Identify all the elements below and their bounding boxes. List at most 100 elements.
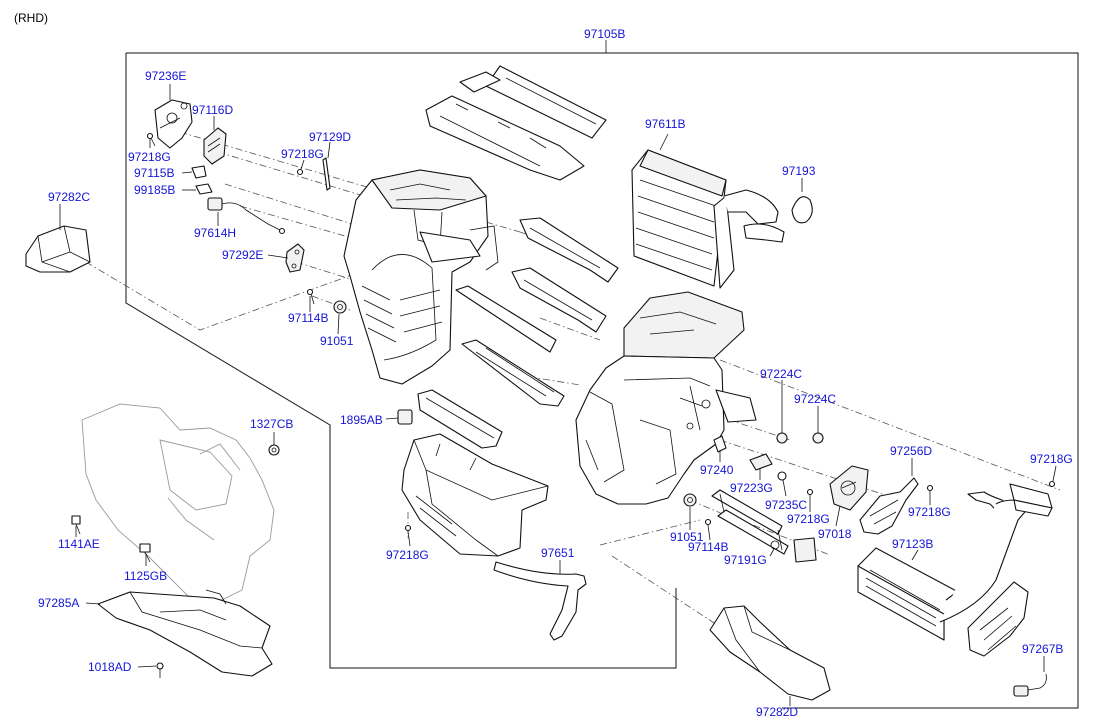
label-97282d[interactable]: 97282D [756,705,798,719]
screw-b-lower-part[interactable] [704,518,712,526]
label-91051-b[interactable]: 91051 [670,530,704,544]
leader-97123b [911,549,919,561]
label-97123b[interactable]: 97123B [892,537,933,551]
label-99185b[interactable]: 99185B [134,183,175,197]
label-97235c[interactable]: 97235C [765,498,807,512]
motor-a-part[interactable] [776,432,788,444]
label-97218g-c[interactable]: 97218G [386,548,429,562]
label-97224c-a[interactable]: 97224C [760,367,802,381]
label-97129d[interactable]: 97129D [309,130,351,144]
actuator-part[interactable] [203,127,227,165]
ghost-body-outline [81,403,275,601]
label-97114b-b[interactable]: 97114B [688,540,728,554]
label-1125gb[interactable]: 1125GB [124,569,167,583]
label-97256d[interactable]: 97256D [890,444,932,458]
leader-97218g-b [300,159,305,170]
main-actuator-part[interactable] [829,465,869,511]
nut-part[interactable] [268,444,280,456]
label-1018ad[interactable]: 1018AD [88,660,132,674]
label-97611b[interactable]: 97611B [645,117,685,131]
leader-97611b [659,133,669,151]
label-97115b[interactable]: 97115B [134,166,174,180]
motor-b-part[interactable] [812,432,824,444]
label-97651[interactable]: 97651 [541,546,575,560]
leader-1018ad [137,665,157,668]
grommet-part[interactable] [333,300,347,314]
label-97240[interactable]: 97240 [700,463,734,477]
screw-b-part[interactable] [306,288,315,305]
label-97236e[interactable]: 97236E [145,69,186,83]
bolt-2-part[interactable] [139,543,151,563]
right-bracket-part[interactable] [859,477,919,535]
lower-case-part[interactable] [401,433,549,557]
label-97282c[interactable]: 97282C [48,190,90,204]
leader-97018 [835,505,841,527]
screw-right-part[interactable] [926,484,934,492]
leader-97191g [769,548,775,557]
right-hvac-housing[interactable] [575,291,757,505]
lower-duct-part[interactable] [709,605,831,701]
label-97223g[interactable]: 97223G [730,481,773,495]
link-part[interactable] [711,489,817,563]
label-97218g-e[interactable]: 97218G [908,505,951,519]
rod-part[interactable] [322,157,331,191]
screw-far-right-part[interactable] [1048,480,1056,488]
label-97218g-a[interactable]: 97218G [128,150,171,164]
label-97267b[interactable]: 97267B [1022,642,1063,656]
label-97292e[interactable]: 97292E [222,248,263,262]
small-bracket-part[interactable] [285,243,305,273]
sensor-wire-part[interactable] [207,197,286,235]
leader-97114b-b [707,524,711,541]
bolt-1-part[interactable] [71,515,81,535]
lever-part[interactable] [191,165,207,179]
screw-mid-part[interactable] [806,488,814,496]
sensor-block-part[interactable] [397,409,413,425]
leader-1895ab [385,417,399,420]
leader-97115b [181,171,193,174]
cover-screw-part[interactable] [156,662,164,678]
grommet-lower-part[interactable] [683,493,697,507]
actuator-bracket-part[interactable] [154,99,193,149]
actuator-mid-part[interactable] [749,453,773,471]
label-97116d[interactable]: 97116D [192,103,233,117]
leader-97129d [327,141,331,159]
pipe-clamp-part[interactable] [1009,483,1053,517]
heater-core-part[interactable] [857,491,1031,641]
label-97614h[interactable]: 97614H [194,226,236,240]
part-labels: 97105B 97236E 97116D 97218G 97115B 99185… [38,27,1073,719]
pipe-bracket-part[interactable] [967,581,1029,657]
label-97224c-b[interactable]: 97224C [794,392,836,406]
label-97191g[interactable]: 97191G [724,553,767,567]
label-1141ae[interactable]: 1141AE [58,537,100,551]
temp-sensor-part[interactable] [713,435,727,453]
mode-door-parts[interactable] [455,217,619,407]
label-97285a[interactable]: 97285A [38,596,79,610]
drain-hose-part[interactable] [493,561,587,641]
screw-part-2[interactable] [296,168,304,176]
screw-part[interactable] [146,132,156,147]
air-filter-part[interactable] [425,65,607,181]
tray-part[interactable] [417,389,503,449]
label-97193[interactable]: 97193 [782,164,816,178]
label-97114b-a[interactable]: 97114B [288,311,328,325]
label-97105b[interactable]: 97105B [584,27,625,41]
cover-part[interactable] [97,589,273,677]
rhd-variant-label: (RHD) [14,11,48,25]
left-hvac-housing[interactable] [343,169,499,385]
label-91051-a[interactable]: 91051 [320,334,354,348]
label-97018[interactable]: 97018 [818,527,852,541]
label-1327cb[interactable]: 1327CB [250,417,293,431]
evaporator-part[interactable] [631,149,785,289]
screw-lower-part[interactable] [404,524,412,532]
label-97218g-f[interactable]: 97218G [1030,452,1073,466]
sensor-plug-part[interactable] [1013,673,1047,697]
seal-part[interactable] [791,196,813,224]
left-duct-part[interactable] [25,225,91,273]
clip-mid-part[interactable] [777,471,787,481]
clip-part[interactable] [195,183,213,195]
label-1895ab[interactable]: 1895AB [340,413,383,427]
label-97218g-d[interactable]: 97218G [787,512,830,526]
assembly-dash-lines [85,131,1061,641]
label-97218g-b[interactable]: 97218G [281,147,324,161]
